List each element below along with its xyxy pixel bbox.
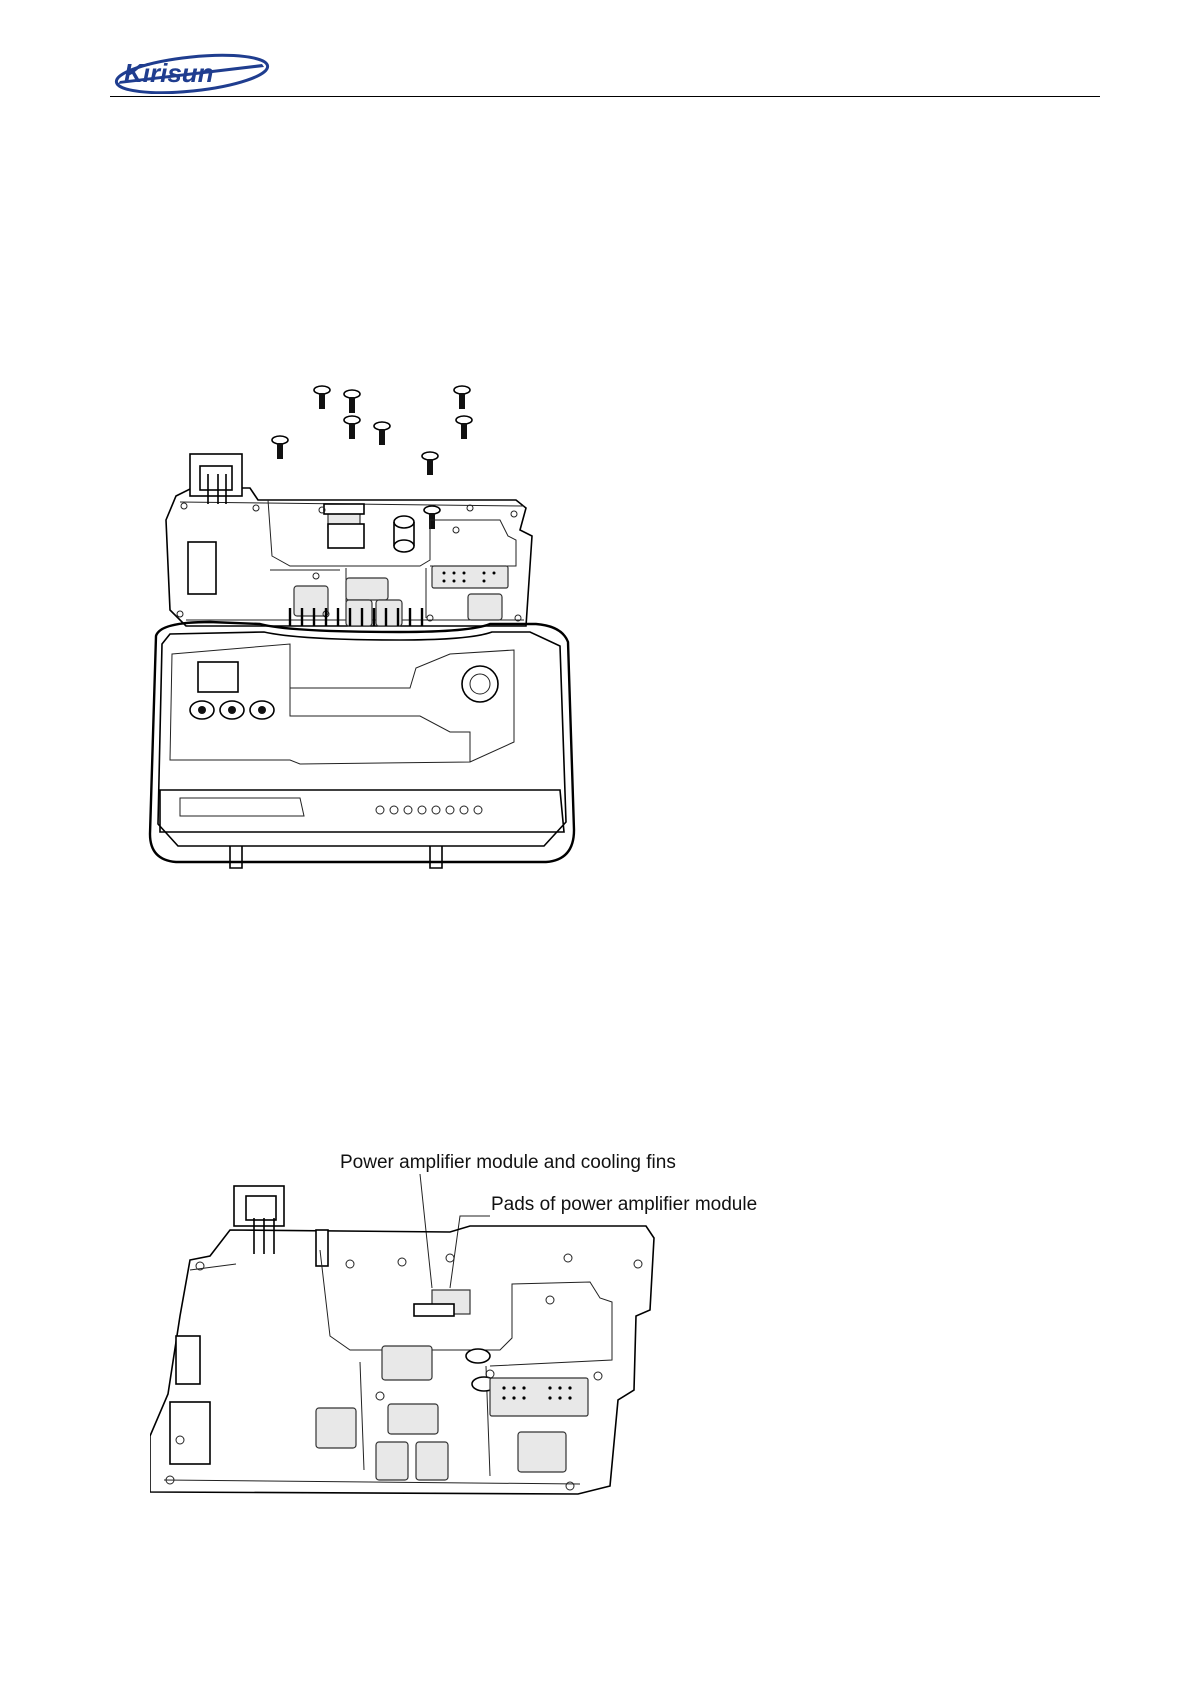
exploded-view-drawing <box>140 370 620 970</box>
header-rule <box>110 96 1100 97</box>
screw-icon <box>272 386 472 529</box>
pcb-board <box>166 454 532 626</box>
chassis-housing <box>150 608 574 868</box>
knob-icon <box>190 701 274 719</box>
page-header: Kirisun <box>110 52 1100 98</box>
kirisun-logo: Kirisun <box>112 52 272 94</box>
svg-text:Kirisun: Kirisun <box>124 58 214 88</box>
pcb-drawing <box>150 1140 810 1560</box>
